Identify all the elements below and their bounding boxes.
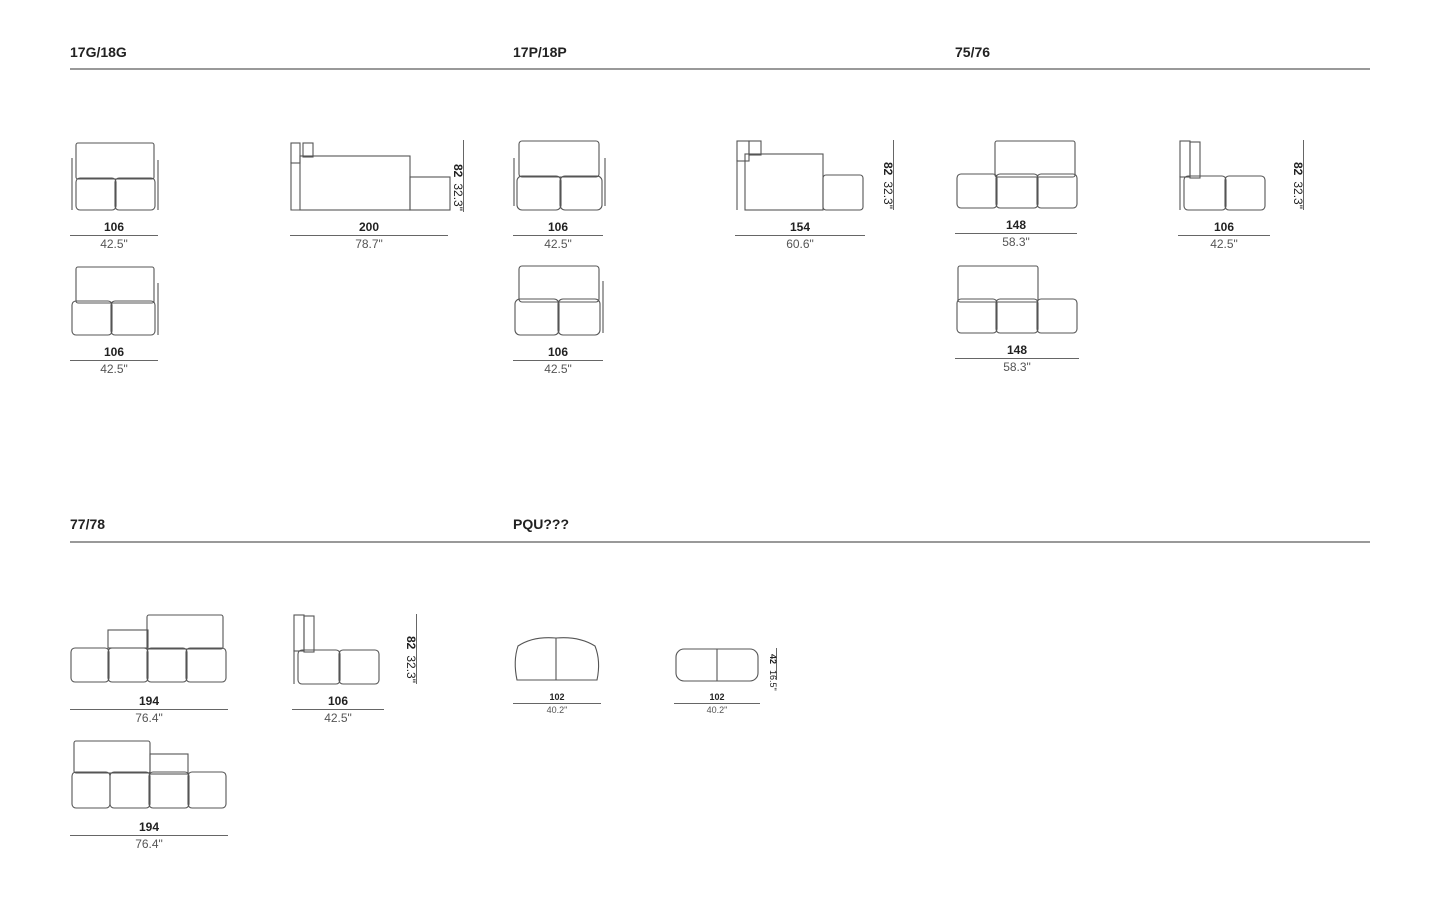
width-in: 40.2" — [546, 705, 568, 715]
divider — [70, 68, 1370, 70]
width-in: 42.5" — [100, 362, 128, 376]
width-in: 58.3" — [1003, 360, 1031, 374]
section-title: 17G/18G — [70, 44, 127, 60]
width-in: 42.5" — [100, 237, 128, 251]
width-cm: 106 — [103, 220, 125, 234]
width-cm: 106 — [547, 220, 569, 234]
width-cm: 102 — [709, 692, 725, 702]
width-cm: 154 — [789, 220, 811, 234]
height-dimension: 8232.3" — [451, 164, 465, 211]
width-in: 60.6" — [786, 237, 814, 251]
width-cm: 194 — [138, 820, 160, 834]
width-in: 76.4" — [135, 837, 163, 851]
width-cm: 148 — [1006, 343, 1028, 357]
section-title: 77/78 — [70, 516, 106, 532]
height-dimension: 4216.5" — [768, 654, 778, 691]
width-cm: 106 — [1213, 220, 1235, 234]
width-cm: 106 — [327, 694, 349, 708]
width-in: 58.3" — [1002, 235, 1030, 249]
height-dimension: 8232.3" — [404, 636, 418, 683]
width-in: 76.4" — [135, 711, 163, 725]
section-title: PQU??? — [513, 516, 569, 532]
width-in: 78.7" — [355, 237, 383, 251]
width-cm: 194 — [138, 694, 160, 708]
height-dimension: 8232.3" — [881, 162, 895, 209]
width-in: 42.5" — [324, 711, 352, 725]
divider — [70, 541, 1370, 543]
width-in: 42.5" — [544, 237, 572, 251]
section-title: 17P/18P — [513, 44, 567, 60]
width-in: 42.5" — [1210, 237, 1238, 251]
width-cm: 106 — [547, 345, 569, 359]
section-title: 75/76 — [955, 44, 991, 60]
width-cm: 200 — [358, 220, 380, 234]
width-cm: 106 — [103, 345, 125, 359]
width-cm: 148 — [1005, 218, 1027, 232]
width-cm: 102 — [549, 692, 565, 702]
width-in: 42.5" — [544, 362, 572, 376]
height-dimension: 8232.3" — [1291, 162, 1305, 209]
width-in: 40.2" — [706, 705, 728, 715]
